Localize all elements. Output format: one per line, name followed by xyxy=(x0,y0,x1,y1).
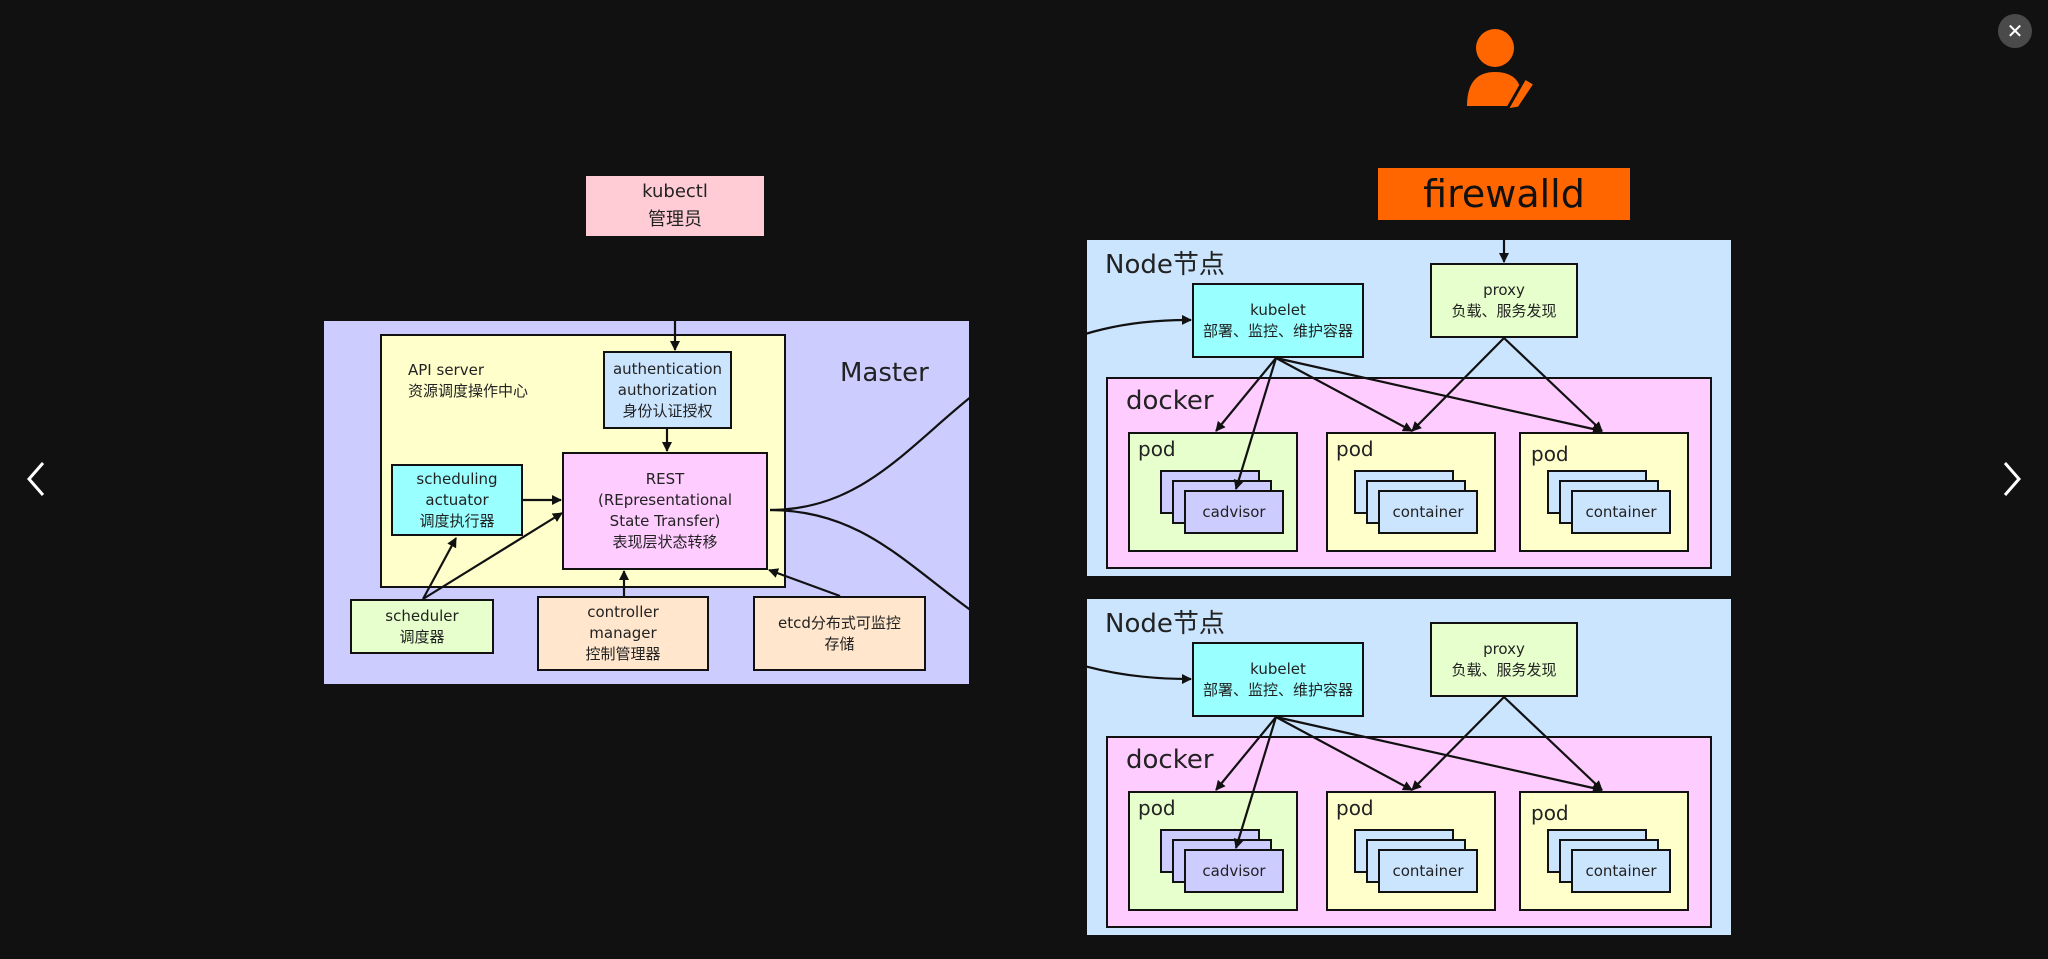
rest-line2: (REpresentational xyxy=(597,491,733,509)
api-server-desc: 资源调度操作中心 xyxy=(408,382,529,400)
pod-label: pod xyxy=(1531,442,1569,466)
scheduler-line1: scheduler xyxy=(385,606,459,625)
node-title: Node节点 xyxy=(1105,250,1225,280)
etcd-line2: 存储 xyxy=(824,634,855,653)
api-server-label: API server 资源调度操作中心 xyxy=(408,360,528,402)
auth-line1: authentication xyxy=(612,359,723,378)
proxy-box: proxy 负载、服务发现 xyxy=(1430,622,1578,697)
chevron-right-icon xyxy=(2003,462,2021,496)
rest-line1: REST xyxy=(645,470,685,488)
cadvisor-label: cadvisor xyxy=(1202,502,1266,521)
pod-label: pod xyxy=(1336,796,1374,820)
rest-line3: State Transfer) xyxy=(609,512,721,530)
kubectl-box: kubectl 管理员 xyxy=(584,174,766,238)
scheduling-line3: 调度执行器 xyxy=(419,511,495,530)
kubelet-line1: kubelet xyxy=(1250,659,1306,678)
container-label: container xyxy=(1392,502,1464,521)
proxy-box: proxy 负载、服务发现 xyxy=(1430,263,1578,338)
container-label: container xyxy=(1392,861,1464,880)
kubelet-box: kubelet 部署、监控、维护容器 xyxy=(1192,642,1364,717)
firewalld-label: firewalld xyxy=(1423,172,1585,216)
container-box: container xyxy=(1378,849,1478,893)
etcd-line1: etcd分布式可监控 xyxy=(778,613,901,632)
rest-box: REST (REpresentational State Transfer) 表… xyxy=(562,452,768,570)
master-title: Master xyxy=(840,358,929,388)
kubelet-line2: 部署、监控、维护容器 xyxy=(1202,680,1353,699)
auth-line3: 身份认证授权 xyxy=(622,401,713,420)
container-box: container xyxy=(1571,849,1671,893)
chevron-left-icon xyxy=(27,462,45,496)
kubectl-label: kubectl xyxy=(642,181,708,202)
docker-label: docker xyxy=(1126,386,1214,416)
firewalld-box: firewalld xyxy=(1376,166,1632,222)
close-button[interactable]: ✕ xyxy=(1998,14,2032,48)
container-label: container xyxy=(1585,502,1657,521)
node-title: Node节点 xyxy=(1105,609,1225,639)
scheduling-line1: scheduling xyxy=(416,469,498,488)
rest-line4: 表现层状态转移 xyxy=(612,533,718,551)
etcd-box: etcd分布式可监控 存储 xyxy=(753,596,926,671)
user-edit-icon xyxy=(1467,29,1535,108)
auth-box: authentication authorization 身份认证授权 xyxy=(603,351,732,429)
controller-manager-box: controller manager 控制管理器 xyxy=(537,596,709,671)
kubelet-line1: kubelet xyxy=(1250,300,1306,319)
container-box: container xyxy=(1571,490,1671,534)
proxy-line2: 负载、服务发现 xyxy=(1451,301,1557,320)
container-box: container xyxy=(1378,490,1478,534)
kubelet-box: kubelet 部署、监控、维护容器 xyxy=(1192,283,1364,358)
kubelet-line2: 部署、监控、维护容器 xyxy=(1202,321,1353,340)
pod-label: pod xyxy=(1138,437,1176,461)
scheduler-box: scheduler 调度器 xyxy=(350,599,494,654)
scheduling-actuator-box: scheduling actuator 调度执行器 xyxy=(391,464,523,536)
proxy-line2: 负载、服务发现 xyxy=(1451,660,1557,679)
close-icon: ✕ xyxy=(2006,19,2024,43)
pod-label: pod xyxy=(1531,801,1569,825)
controller-line1: controller xyxy=(587,603,659,621)
pod-label: pod xyxy=(1138,796,1176,820)
scheduler-line2: 调度器 xyxy=(399,627,445,646)
pod-label: pod xyxy=(1336,437,1374,461)
api-server-name: API server xyxy=(408,361,484,379)
next-button[interactable] xyxy=(1990,450,2034,508)
docker-label: docker xyxy=(1126,745,1214,775)
controller-line2: manager xyxy=(589,624,657,642)
cadvisor-box: cadvisor xyxy=(1184,849,1284,893)
auth-line2: authorization xyxy=(617,380,718,399)
cadvisor-label: cadvisor xyxy=(1202,861,1266,880)
container-label: container xyxy=(1585,861,1657,880)
proxy-line1: proxy xyxy=(1483,280,1525,299)
scheduling-line2: actuator xyxy=(425,490,489,509)
controller-line3: 控制管理器 xyxy=(585,645,661,663)
proxy-line1: proxy xyxy=(1483,639,1525,658)
prev-button[interactable] xyxy=(14,450,58,508)
cadvisor-box: cadvisor xyxy=(1184,490,1284,534)
kubectl-sub: 管理员 xyxy=(648,209,702,230)
